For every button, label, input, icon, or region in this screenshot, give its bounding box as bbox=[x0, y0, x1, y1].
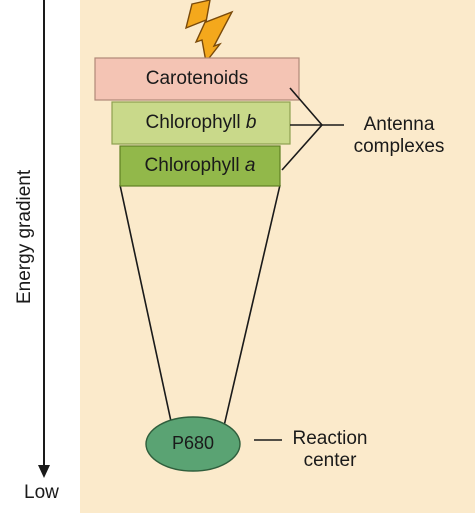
energy-axis-arrowhead bbox=[38, 465, 50, 478]
antenna-bracket-bottom bbox=[281, 124, 323, 171]
axis-low-label: Low bbox=[24, 482, 59, 503]
chlorophyll-a-name: Chlorophyll bbox=[144, 155, 240, 176]
carotenoids-label: Carotenoids bbox=[145, 68, 249, 89]
reaction-center-label: Reaction center bbox=[282, 428, 378, 472]
funnel-line-right bbox=[223, 184, 281, 427]
reaction-center-line1: Reaction bbox=[292, 428, 368, 449]
chlorophyll-a-letter: a bbox=[244, 155, 256, 176]
chlorophyll-b-label: Chlorophyll b bbox=[112, 113, 290, 132]
chlorophyll-a-label: Chlorophyll a bbox=[120, 156, 280, 175]
antenna-complexes-label: Antenna complexes bbox=[343, 114, 455, 158]
reaction-center-line2: center bbox=[303, 450, 357, 471]
carotenoids-box bbox=[94, 57, 300, 101]
chlorophyll-b-name: Chlorophyll bbox=[145, 112, 241, 133]
p680-label: P680 bbox=[171, 433, 215, 453]
funnel-line-left bbox=[119, 184, 173, 427]
antenna-label-line2: complexes bbox=[353, 136, 445, 157]
antenna-bracket-top bbox=[289, 87, 323, 126]
chlorophyll-b-box bbox=[111, 101, 291, 145]
lightning-bolt-icon bbox=[184, 0, 234, 64]
chlorophyll-a-box bbox=[119, 145, 281, 187]
antenna-label-line1: Antenna bbox=[363, 114, 435, 135]
p680-ellipse bbox=[145, 416, 241, 472]
energy-gradient-label: Energy gradient bbox=[14, 169, 35, 304]
chlorophyll-b-letter: b bbox=[245, 112, 257, 133]
